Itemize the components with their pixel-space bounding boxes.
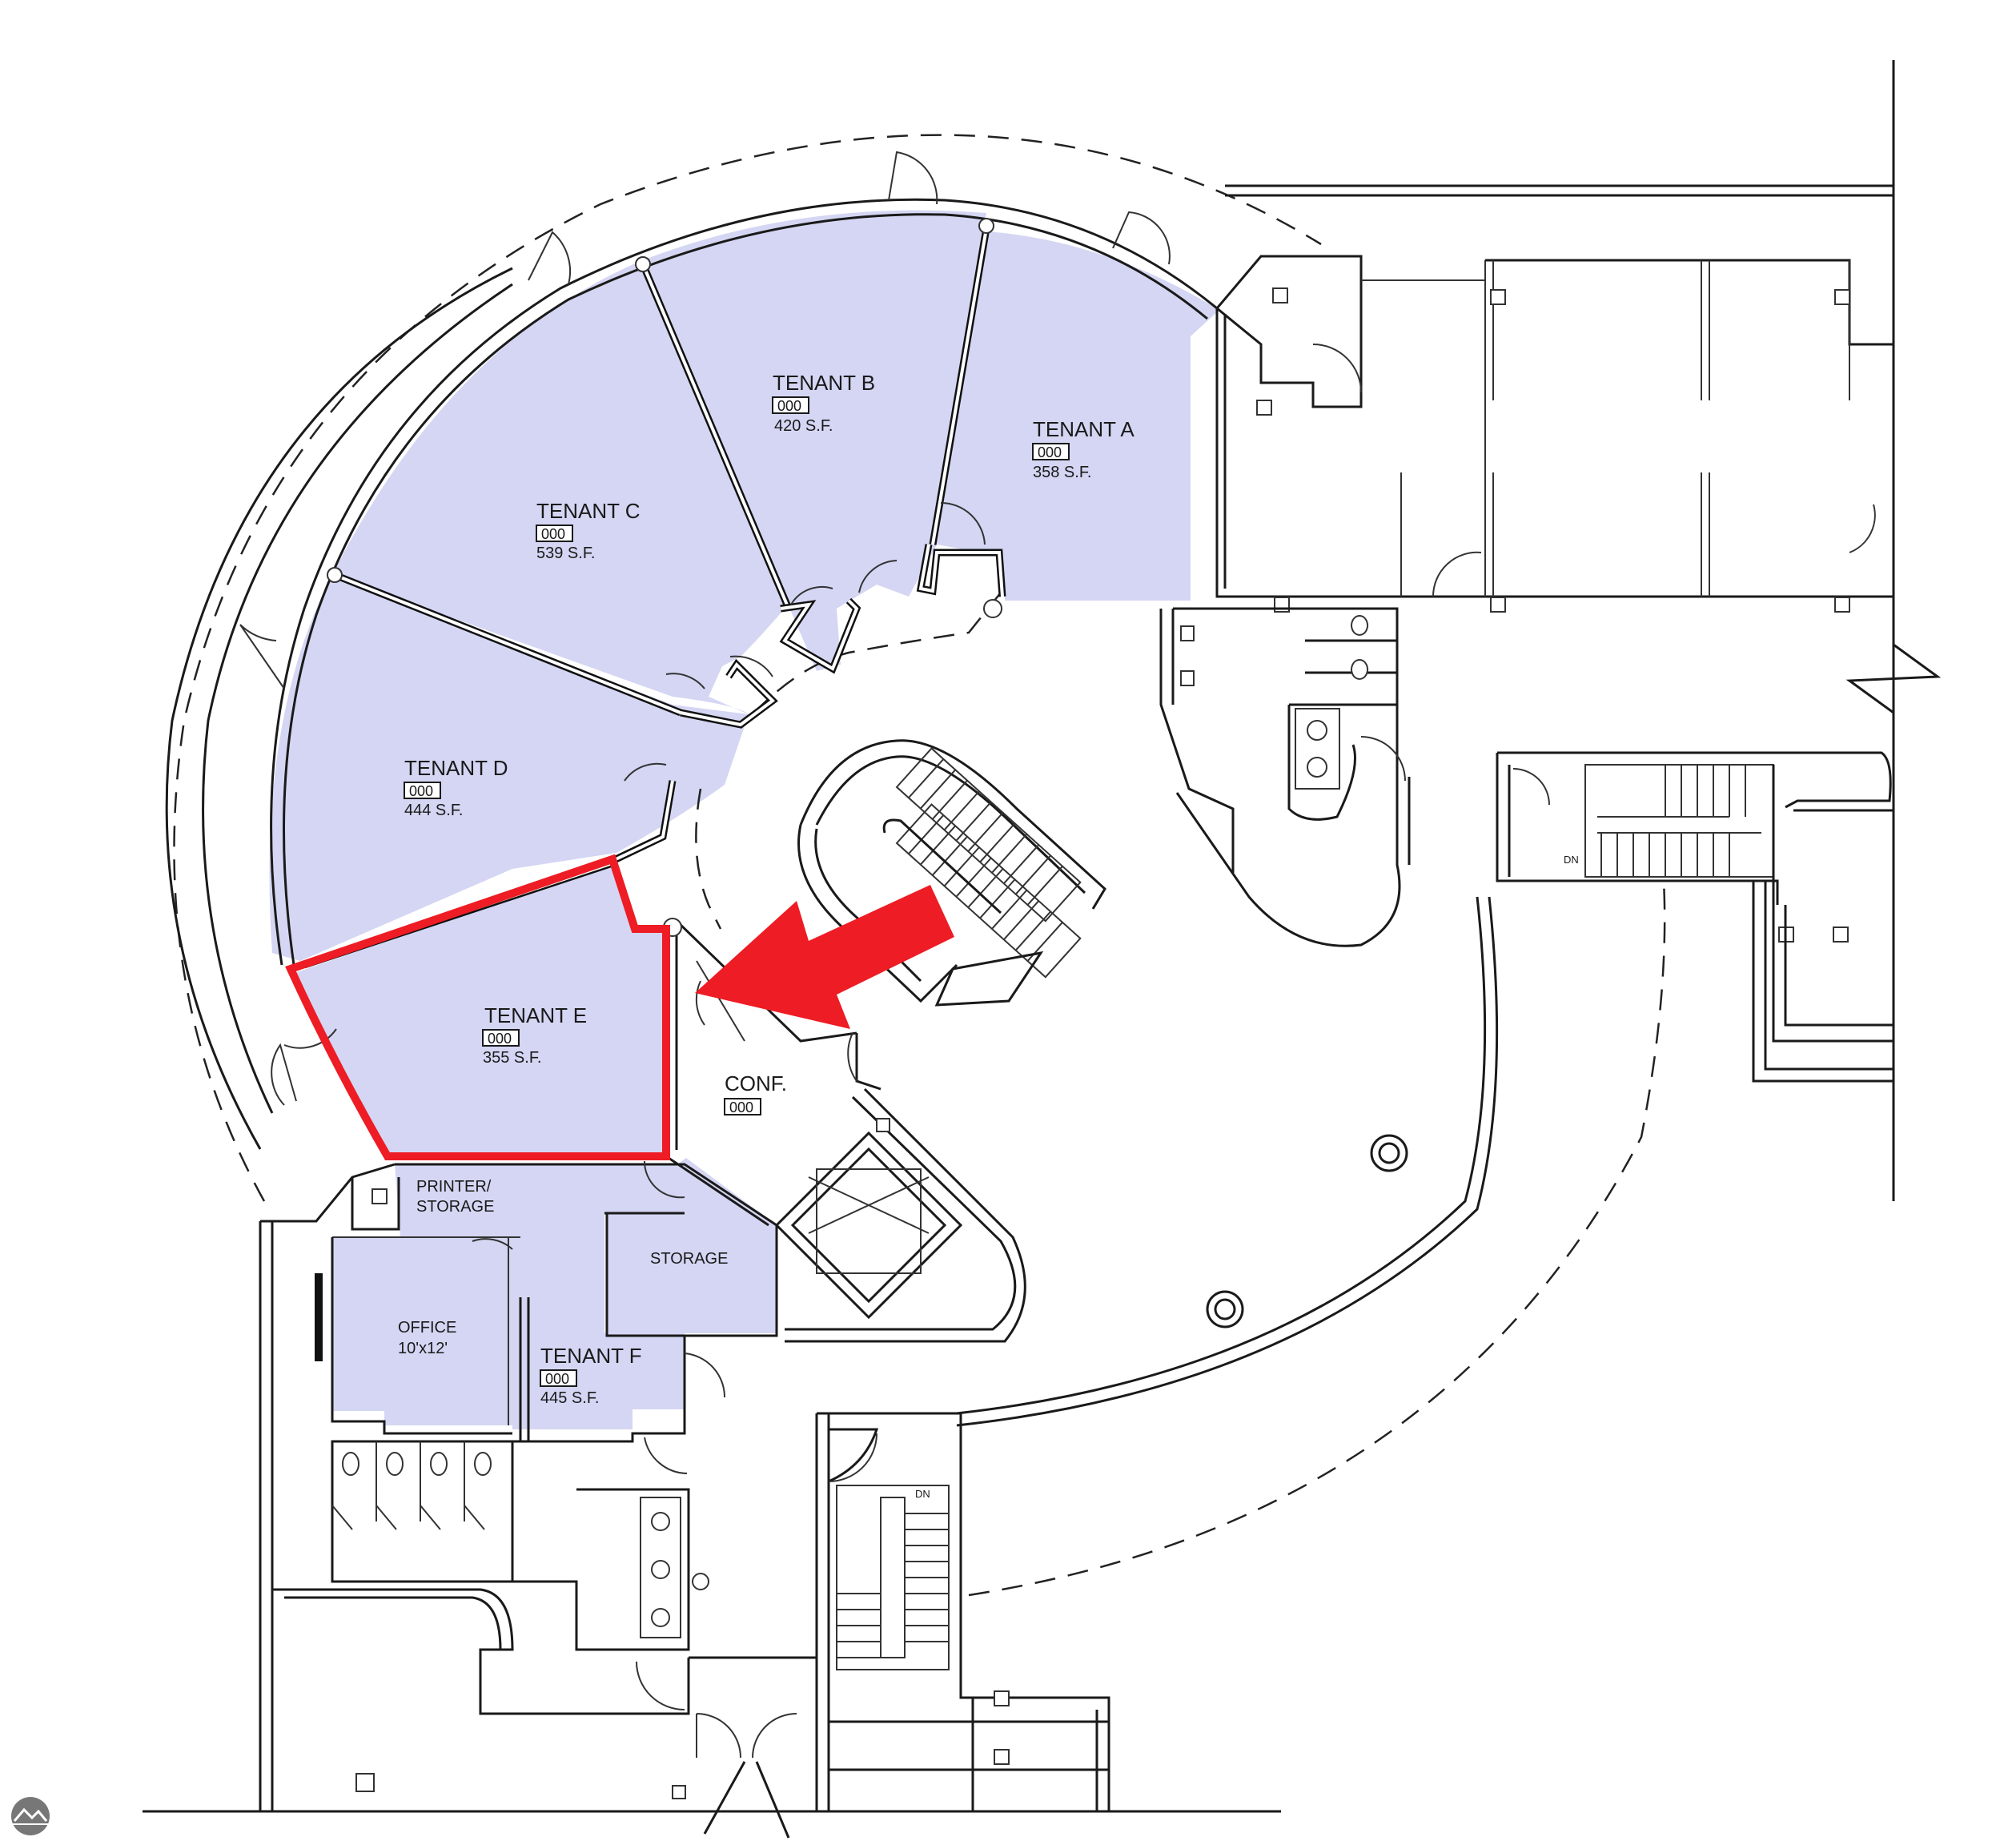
- ne-office-block: [1215, 255, 1894, 613]
- tenant-b-name: TENANT B: [773, 371, 875, 395]
- tenant-a-name: TENANT A: [1033, 417, 1135, 441]
- tenant-e-area: 355 S.F.: [483, 1049, 541, 1067]
- tenant-b-number: 000: [777, 398, 801, 414]
- tenant-e-number: 000: [488, 1031, 512, 1047]
- south-stair-dn-label: DN: [915, 1488, 930, 1500]
- tenant-b-space[interactable]: [641, 210, 986, 671]
- tenant-b-area: 420 S.F.: [774, 417, 833, 435]
- tenant-fills: [269, 210, 1219, 1429]
- south-stair: [815, 1412, 1110, 1811]
- printer-storage-label-line2: STORAGE: [416, 1198, 494, 1216]
- space-labels: TENANT A 000 358 S.F. TENANT B 000 420 S…: [398, 371, 1579, 1500]
- tenant-c-number: 000: [541, 526, 565, 542]
- east-restrooms: [1159, 607, 1411, 947]
- tenant-d-name: TENANT D: [404, 756, 508, 780]
- tenant-d-space[interactable]: [269, 575, 749, 961]
- tenant-a-number: 000: [1038, 444, 1062, 460]
- conf-name: CONF.: [725, 1071, 787, 1095]
- office-name: OFFICE: [398, 1319, 456, 1337]
- printer-storage-label-line1: PRINTER/: [416, 1178, 492, 1196]
- conf-number: 000: [729, 1099, 753, 1115]
- tenant-a-space[interactable]: [937, 231, 1219, 601]
- tenant-d-number: 000: [409, 783, 433, 799]
- storage-name: STORAGE: [650, 1250, 728, 1268]
- tenant-e-space[interactable]: [295, 863, 666, 1156]
- tenant-e-name: TENANT E: [484, 1003, 587, 1027]
- tenant-f-area: 445 S.F.: [540, 1389, 599, 1407]
- tenant-c-area: 539 S.F.: [536, 545, 595, 562]
- arrow-pointing-left-icon: [695, 885, 954, 1029]
- office-size: 10'x12': [398, 1340, 448, 1357]
- sw-wing: [272, 1160, 817, 1839]
- tenant-f-number: 000: [545, 1371, 569, 1387]
- tenant-d-area: 444 S.F.: [404, 802, 463, 819]
- east-stair-dn-label: DN: [1564, 854, 1579, 866]
- east-stair: [1496, 751, 1894, 1083]
- tenant-e-highlight-outline: [285, 854, 670, 1160]
- tenant-c-name: TENANT C: [536, 499, 641, 523]
- tenant-c-space[interactable]: [332, 261, 785, 714]
- tenant-a-area: 358 S.F.: [1033, 464, 1091, 481]
- mountain-logo-icon: [11, 1797, 50, 1835]
- building-walls: [143, 60, 1942, 1813]
- tenant-f-name: TENANT F: [540, 1344, 642, 1368]
